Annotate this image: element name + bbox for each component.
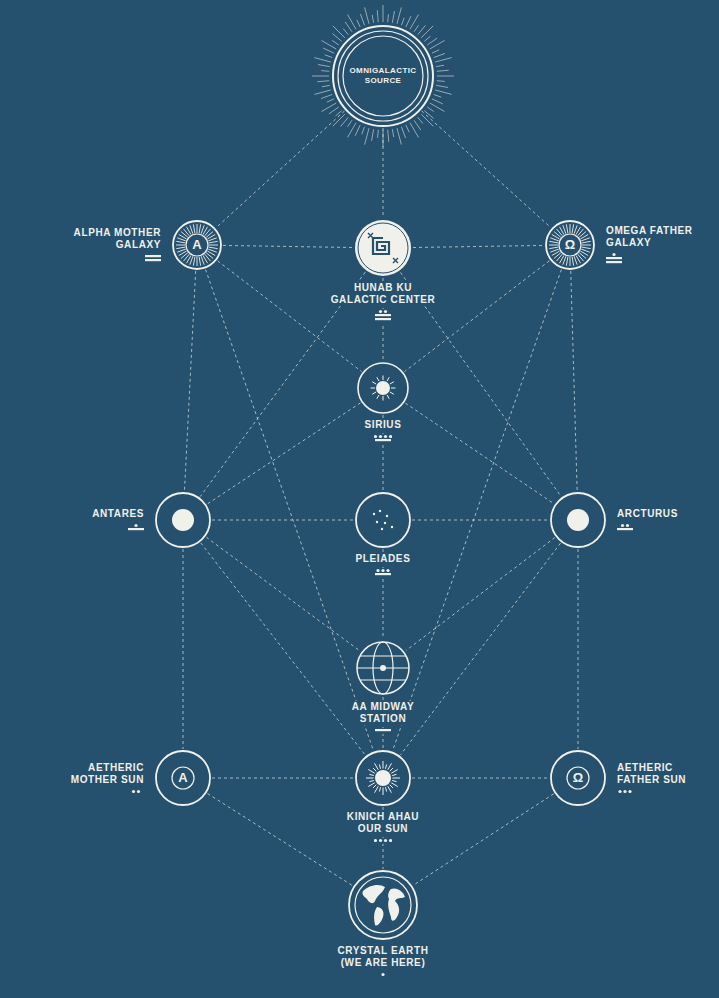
mayan-numeral [144, 254, 162, 264]
symbol-letter: A [156, 751, 210, 805]
dashed-connector [393, 270, 562, 751]
globe-icon [356, 641, 410, 695]
dashed-connector [400, 543, 560, 755]
dashed-connector [216, 111, 344, 228]
dashed-connector [184, 271, 195, 491]
dashed-connector [218, 261, 362, 372]
dashed-connector [404, 261, 549, 372]
star-node: ΩAETHERIC FATHER SUN [551, 751, 605, 805]
mayan-numeral [127, 523, 145, 533]
star-label: PLEIADES [354, 553, 413, 565]
star-label: AETHERIC FATHER SUN [615, 762, 689, 786]
mayan-numeral [616, 523, 634, 533]
dashed-connector [578, 549, 579, 749]
star-label: HUNAB KU GALACTIC CENTER [329, 282, 438, 306]
mayan-numeral [374, 838, 392, 844]
disk-icon [156, 493, 210, 547]
star-node: CRYSTAL EARTH (WE ARE HERE) [349, 871, 417, 939]
dashed-connector [206, 270, 374, 751]
symbol-letter: Ω [551, 751, 605, 805]
star-node: AA MIDWAY STATION [356, 641, 410, 695]
star-node: ΩOMEGA FATHER GALAXY [546, 221, 594, 269]
dashed-connector [412, 520, 549, 521]
star-icon [358, 363, 408, 413]
star-label: CRYSTAL EARTH (WE ARE HERE) [336, 945, 431, 969]
star-node: KINICH AHAU OUR SUN [356, 751, 410, 805]
mayan-numeral [374, 972, 392, 978]
source-circle: OMNIGALACTIC SOURCE [333, 26, 433, 126]
star-node: SIRIUS [358, 363, 408, 413]
star-label: SIRIUS [363, 419, 404, 431]
star-label: KINICH AHAU OUR SUN [345, 811, 422, 835]
dashed-connector [223, 245, 353, 247]
star-node: ARCTURUS [551, 493, 605, 547]
dashed-connector [405, 403, 554, 504]
symbol-letter: A [173, 221, 221, 269]
dashed-connector [207, 403, 360, 504]
dashed-connector [212, 778, 354, 779]
dashed-connector [212, 520, 354, 521]
earth-icon [349, 871, 417, 939]
sun-icon [356, 751, 410, 805]
star-label: ALPHA MOTHER GALAXY [71, 227, 163, 251]
dashed-connector [183, 549, 184, 749]
star-label: OMEGA FATHER GALAXY [604, 225, 695, 249]
dashed-connector [207, 794, 352, 886]
dashed-connector [206, 537, 359, 651]
source-title: OMNIGALACTIC SOURCE [333, 26, 433, 126]
dashed-connector [571, 271, 577, 491]
mayan-numeral [374, 309, 392, 323]
mayan-numeral [605, 252, 623, 266]
mayan-numeral [374, 434, 392, 444]
star-label: AETHERIC MOTHER SUN [68, 762, 146, 786]
symbol-letter: Ω [546, 221, 594, 269]
dashed-connector [201, 543, 365, 755]
star-node: ALPHA MOTHER GALAXYA [173, 221, 221, 269]
dashed-connector [413, 794, 554, 886]
star-label: ANTARES [90, 508, 146, 520]
star-node: AETHERIC MOTHER SUNA [156, 751, 210, 805]
dashed-connector [412, 778, 549, 779]
disk-icon [551, 493, 605, 547]
mayan-numeral [374, 728, 392, 734]
star-label: ARCTURUS [615, 508, 680, 520]
hunab-icon [355, 220, 411, 276]
star-label: AA MIDWAY STATION [350, 701, 417, 725]
star-node: PLEIADES [356, 493, 410, 547]
mayan-numeral [374, 568, 392, 578]
dashed-connector [422, 111, 551, 228]
dashed-connector [383, 128, 384, 218]
mayan-numeral [127, 789, 145, 795]
dashed-connector [406, 538, 555, 651]
mayan-numeral [616, 789, 634, 795]
dashed-connector [413, 245, 544, 247]
pleiades-icon [356, 493, 410, 547]
star-node: HUNAB KU GALACTIC CENTER [355, 220, 411, 276]
star-node: ANTARES [156, 493, 210, 547]
